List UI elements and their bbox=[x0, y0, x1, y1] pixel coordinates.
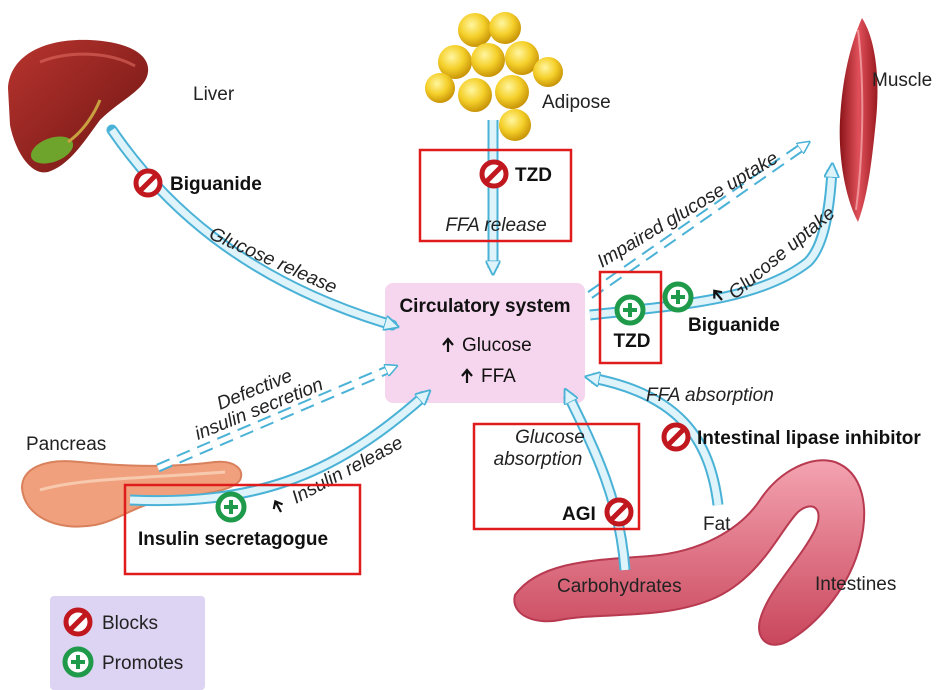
biguanide-liver-label: Biguanide bbox=[170, 174, 262, 195]
block-icon-lipase-inhibitor bbox=[661, 422, 691, 452]
ffa-release-label: FFA release bbox=[445, 215, 546, 236]
glucose-absorption-label-1: Glucose bbox=[515, 427, 585, 448]
legend-promotes-label: Promotes bbox=[102, 653, 183, 674]
highlight-box-tzd-adipose bbox=[418, 148, 573, 243]
liver-illustration bbox=[8, 39, 149, 173]
agi-label: AGI bbox=[562, 504, 596, 525]
glucose-release-label: Glucose release bbox=[206, 223, 340, 298]
biguanide-muscle-label: Biguanide bbox=[688, 315, 780, 336]
glucose-uptake-up-arrow-icon bbox=[713, 289, 723, 301]
tzd-muscle-label: TZD bbox=[614, 331, 651, 352]
block-icon-tzd-adipose bbox=[479, 159, 509, 189]
legend-blocks-label: Blocks bbox=[102, 613, 158, 634]
liver-label: Liver bbox=[193, 84, 235, 105]
promote-icon-tzd-muscle bbox=[614, 294, 646, 326]
glucose-absorption-label-2: absorption bbox=[494, 449, 583, 470]
adipose-illustration bbox=[425, 12, 563, 141]
promote-icon-biguanide-muscle bbox=[662, 281, 694, 313]
impaired-glucose-uptake-label: Impaired glucose uptake bbox=[594, 148, 782, 273]
muscle-label: Muscle bbox=[872, 70, 932, 91]
pancreas-label: Pancreas bbox=[26, 434, 106, 455]
glucose-uptake-label: Glucose uptake bbox=[725, 203, 840, 304]
circulatory-glucose: Glucose bbox=[462, 335, 532, 356]
block-icon-agi bbox=[604, 497, 634, 527]
tzd-adipose-label: TZD bbox=[515, 165, 552, 186]
muscle-illustration bbox=[839, 18, 878, 222]
circulatory-ffa: FFA bbox=[481, 366, 516, 387]
secretagogue-label: Insulin secretagogue bbox=[138, 529, 328, 550]
circulatory-title: Circulatory system bbox=[399, 296, 570, 317]
promote-icon-secretagogue bbox=[215, 491, 247, 523]
glucose-up-arrow-icon bbox=[442, 337, 454, 352]
legend-block-icon bbox=[63, 607, 93, 637]
arrow-glucose-absorption bbox=[563, 392, 631, 571]
intestines-label: Intestines bbox=[815, 574, 896, 595]
highlight-box-agi bbox=[472, 422, 641, 531]
highlight-box-secretagogue bbox=[123, 483, 362, 576]
highlight-boxes bbox=[123, 148, 663, 576]
carbohydrates-label: Carbohydrates bbox=[557, 576, 682, 597]
intestines-illustration bbox=[513, 459, 866, 646]
legend-promote-icon bbox=[62, 646, 94, 678]
arrow-liver-glucose-release bbox=[106, 124, 398, 331]
pancreas-illustration bbox=[20, 460, 243, 528]
fat-label: Fat bbox=[703, 514, 731, 535]
insulin-release-up-arrow-icon bbox=[272, 499, 284, 513]
ffa-up-arrow-icon bbox=[461, 368, 473, 383]
highlight-box-tzd-muscle bbox=[598, 270, 663, 365]
ffa-absorption-label: FFA absorption bbox=[646, 385, 774, 406]
solid-arrows bbox=[106, 120, 832, 571]
block-icon-biguanide-liver bbox=[133, 168, 163, 198]
lipase-inhibitor-label: Intestinal lipase inhibitor bbox=[697, 428, 921, 449]
adipose-label: Adipose bbox=[542, 92, 611, 113]
circulatory-system-box bbox=[385, 283, 585, 403]
